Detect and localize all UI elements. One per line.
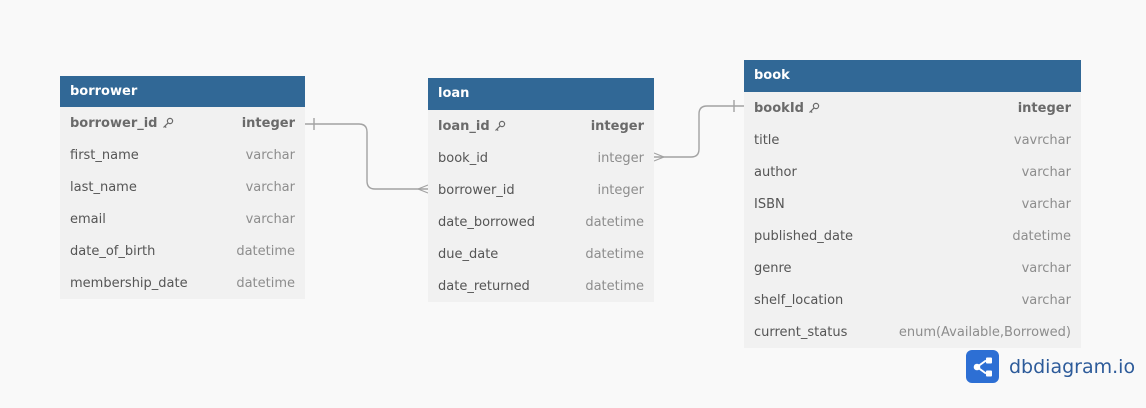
column-row-isbn[interactable]: ISBN varchar [744,188,1081,220]
column-row-date-borrowed[interactable]: date_borrowed datetime [428,206,654,238]
column-type: integer [597,182,644,198]
column-name: borrower_id [70,115,158,131]
column-type: integer [590,118,644,134]
column-name: email [70,211,106,227]
column-type: datetime [1012,228,1071,244]
share-nodes-icon [966,350,999,383]
column-row-due-date[interactable]: due_date datetime [428,238,654,270]
column-name: date_returned [438,278,530,294]
column-row-book-id[interactable]: bookId integer [744,92,1081,124]
column-name: author [754,164,797,180]
column-type: varchar [245,147,295,163]
column-row-last-name[interactable]: last_name varchar [60,171,305,203]
column-name: borrower_id [438,182,515,198]
column-name: membership_date [70,275,188,291]
column-row-date-of-birth[interactable]: date_of_birth datetime [60,235,305,267]
column-type: varchar [1021,196,1071,212]
column-type: datetime [585,278,644,294]
primary-key-icon [494,120,505,132]
column-name: published_date [754,228,854,244]
logo-text: dbdiagram.io [1009,355,1136,378]
column-name: current_status [754,324,848,340]
primary-key-icon [162,117,173,129]
column-name: bookId [754,100,804,116]
column-name: genre [754,260,792,276]
column-row-current-status[interactable]: current_status enum(Available,Borrowed) [744,316,1081,348]
column-name: book_id [438,150,489,166]
column-row-email[interactable]: email varchar [60,203,305,235]
column-type: varchar [245,211,295,227]
column-type: enum(Available,Borrowed) [898,324,1071,340]
column-type: integer [241,115,295,131]
many-cardinality-mark [417,184,429,194]
column-row-title[interactable]: title vavrchar [744,124,1081,156]
column-row-date-returned[interactable]: date_returned datetime [428,270,654,302]
column-name: due_date [438,246,499,262]
table-header-book[interactable]: book [744,60,1081,92]
column-type: datetime [236,275,295,291]
table-header-loan[interactable]: loan [428,78,654,110]
column-type: varchar [1021,260,1071,276]
column-row-membership-date[interactable]: membership_date datetime [60,267,305,299]
table-header-borrower[interactable]: borrower [60,76,305,107]
column-name: ISBN [754,196,785,212]
column-type: vavrchar [1013,132,1071,148]
column-name: last_name [70,179,137,195]
column-row-shelf-location[interactable]: shelf_location varchar [744,284,1081,316]
column-name: title [754,132,780,148]
column-type: integer [597,150,644,166]
column-type: datetime [585,246,644,262]
column-name: first_name [70,147,139,163]
column-name: date_of_birth [70,243,156,259]
column-row-borrower-id[interactable]: borrower_id integer [428,174,654,206]
column-row-author[interactable]: author varchar [744,156,1081,188]
column-row-loan-id[interactable]: loan_id integer [428,110,654,142]
column-row-book-id[interactable]: book_id integer [428,142,654,174]
table-book[interactable]: book bookId integer title vavrchar autho… [744,60,1081,348]
table-borrower[interactable]: borrower borrower_id integer first_name … [60,76,305,299]
column-name: date_borrowed [438,214,536,230]
column-row-first-name[interactable]: first_name varchar [60,139,305,171]
relationship-line-loan-book[interactable] [654,105,744,158]
column-name: shelf_location [754,292,844,308]
many-cardinality-mark [653,152,665,162]
dbdiagram-logo[interactable]: dbdiagram.io [966,350,1135,383]
column-name: loan_id [438,118,490,134]
column-row-borrower-id[interactable]: borrower_id integer [60,107,305,139]
relationship-line-borrower-loan[interactable] [305,123,428,190]
column-type: varchar [1021,292,1071,308]
column-type: datetime [585,214,644,230]
column-type: varchar [245,179,295,195]
column-type: varchar [1021,164,1071,180]
column-type: datetime [236,243,295,259]
primary-key-icon [809,102,820,114]
column-row-genre[interactable]: genre varchar [744,252,1081,284]
column-type: integer [1017,100,1071,116]
table-loan[interactable]: loan loan_id integer book_id integer bor… [428,78,654,302]
column-row-published-date[interactable]: published_date datetime [744,220,1081,252]
